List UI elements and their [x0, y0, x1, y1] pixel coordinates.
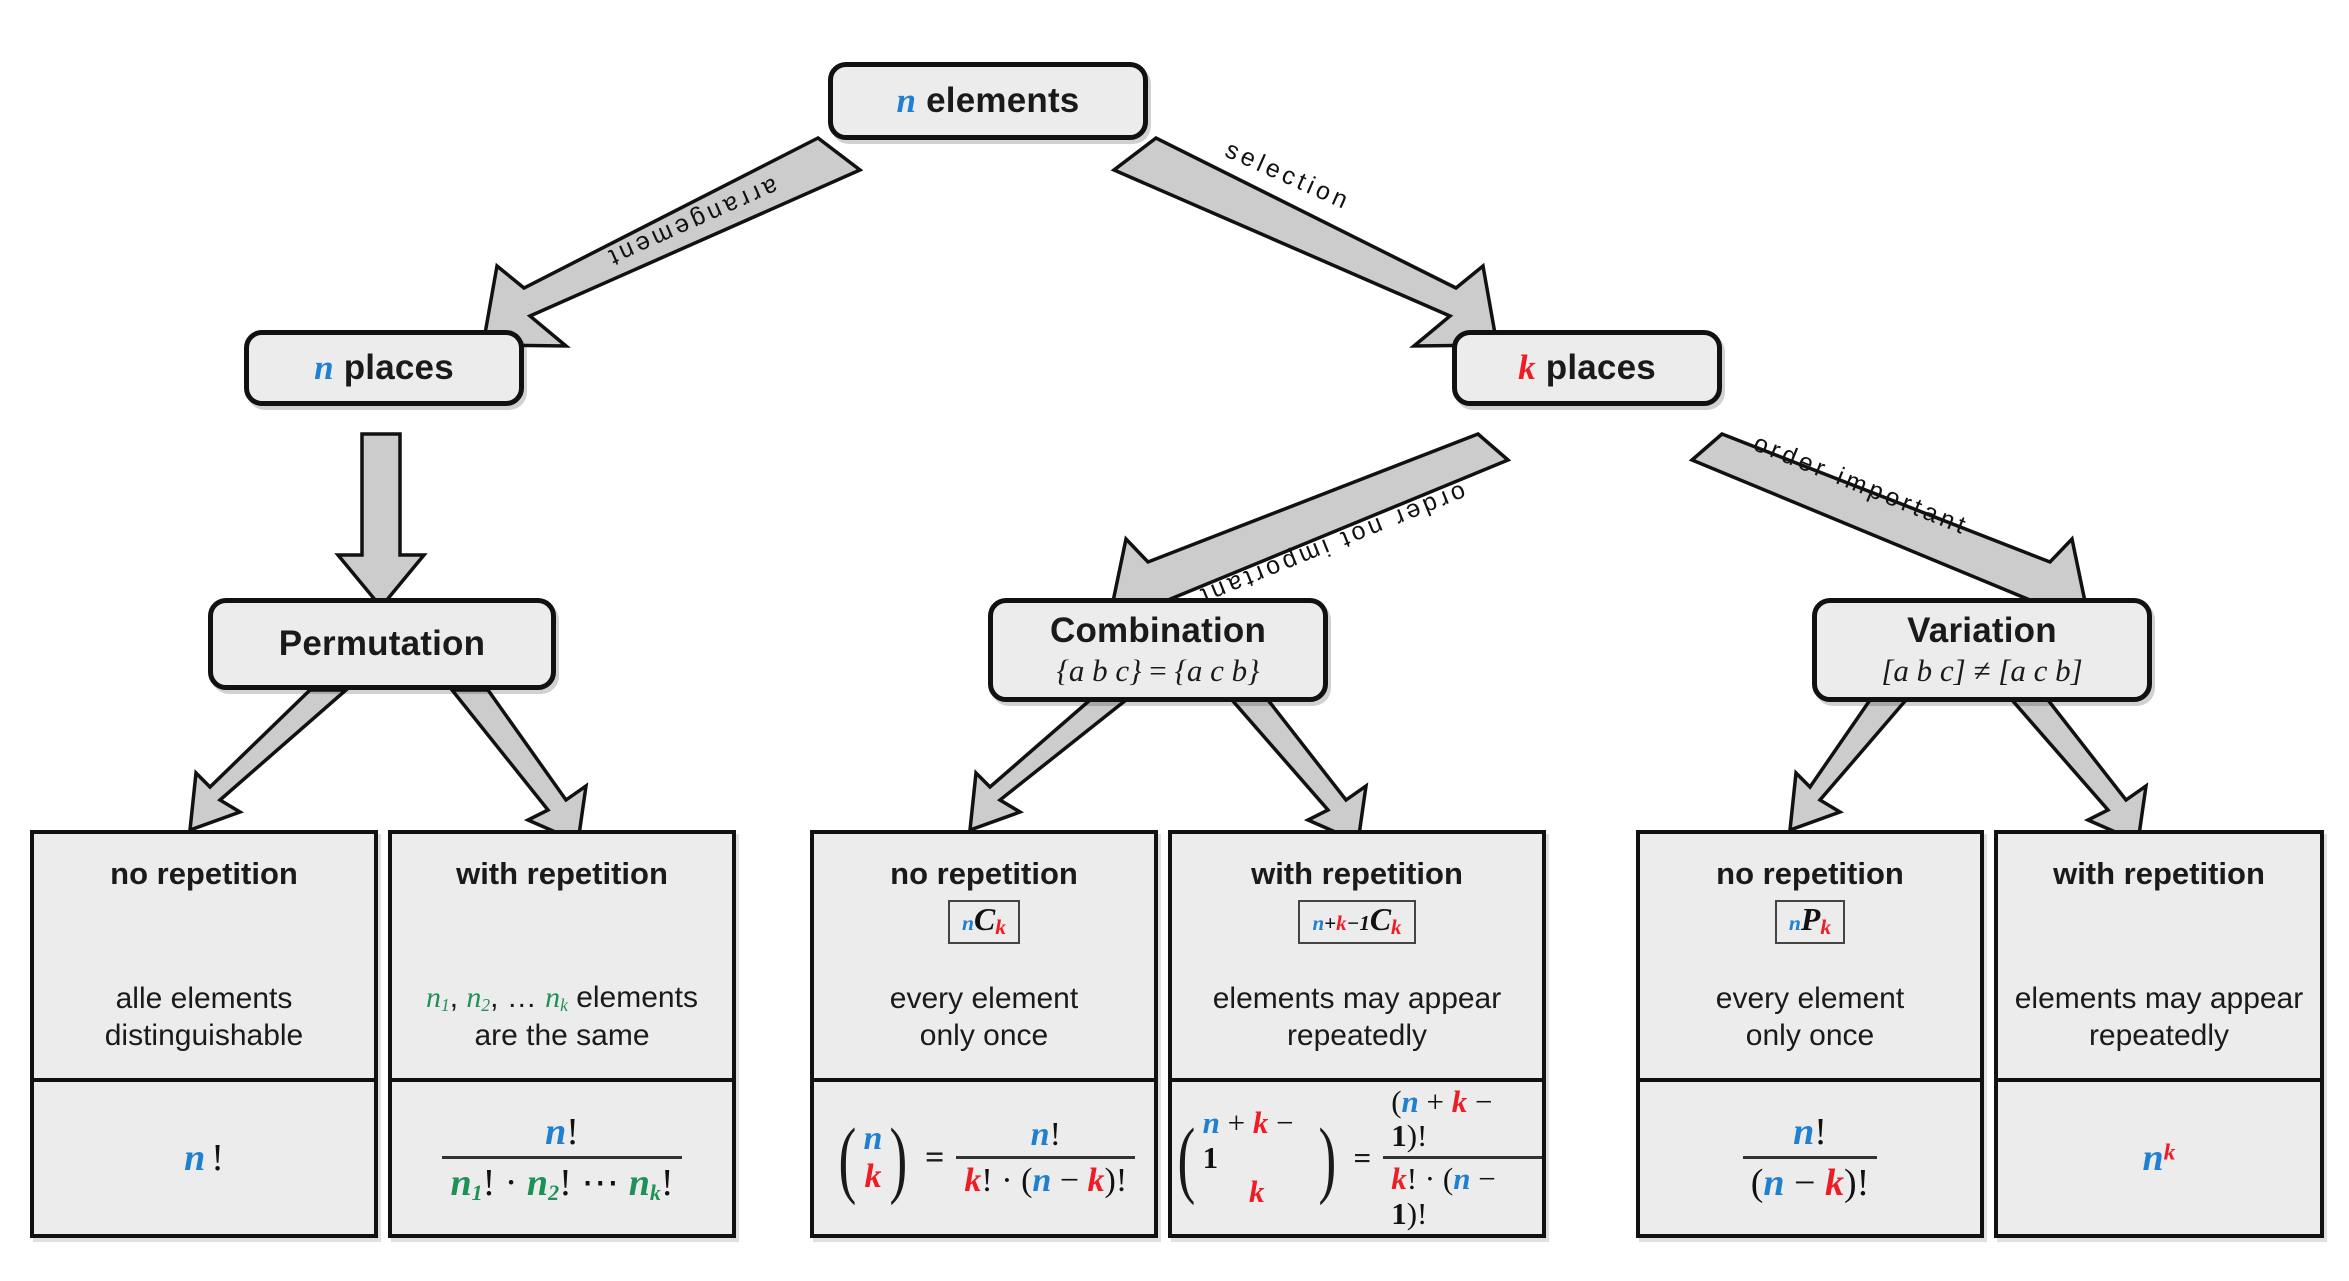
desc-line-1: elements may appear [2014, 981, 2304, 1015]
leaf-description: every element only once [890, 980, 1078, 1054]
desc-line-2: distinguishable [104, 1018, 304, 1052]
leaf-formula: n! (n − k)! [1640, 1082, 1980, 1234]
arrow-n-places-permutation [334, 432, 428, 610]
leaf-variation-with-repetition[interactable]: with repetition elements may appear repe… [1994, 830, 2324, 1238]
desc-line-2: repeatedly [1286, 1018, 1428, 1052]
arrow-order-not-important [1107, 431, 1512, 625]
leaf-formula: ( n + k − 1 k ) = (n + k − 1)! k! · (n −… [1172, 1082, 1542, 1234]
leaf-formula: nk [2142, 1137, 2176, 1179]
node-permutation-title: Permutation [278, 624, 486, 663]
node-n-elements-text: elements [926, 81, 1080, 120]
arrow-order-important [1688, 431, 2091, 625]
leaf-notation-nPk: nPk [1774, 900, 1846, 945]
token-k: k [1518, 348, 1536, 387]
node-k-places-text: places [1545, 348, 1656, 387]
arrow-permutation-no-rep [187, 688, 351, 833]
leaf-variation-no-repetition[interactable]: no repetition nPk every element only onc… [1636, 830, 1984, 1238]
leaf-head: with repetition [456, 856, 668, 891]
leaf-notation-nCk: nCk [947, 900, 1021, 945]
desc-line-1: n1, n2, … nk elements [426, 981, 698, 1016]
node-n-places-text: places [343, 348, 454, 387]
node-combination[interactable]: Combination {a b c} = {a c b} [988, 598, 1328, 702]
desc-line-2: repeatedly [2088, 1018, 2230, 1052]
desc-line-2: are the same [474, 1018, 650, 1052]
node-combination-subtitle: {a b c} = {a c b} [1056, 653, 1260, 688]
edge-label-selection: selection [1221, 135, 1356, 216]
leaf-formula: n! n1! · n2! ⋯ nk! [392, 1082, 732, 1234]
node-variation[interactable]: Variation [a b c] ≠ [a c b] [1812, 598, 2152, 702]
leaf-combination-no-repetition[interactable]: no repetition nCk every element only onc… [810, 830, 1158, 1238]
node-n-places-label: n places [314, 348, 454, 388]
leaf-head: with repetition [1251, 856, 1463, 891]
node-variation-title: Variation [1907, 611, 2057, 650]
desc-line-1: elements may appear [1212, 981, 1502, 1015]
arrow-variation-with-rep [2008, 698, 2149, 845]
token-n: n [896, 81, 917, 120]
leaf-permutation-with-repetition[interactable]: with repetition n1, n2, … nk elements ar… [388, 830, 736, 1238]
arrow-variation-no-rep [1787, 698, 1910, 833]
leaf-description: elements may appear repeatedly [2015, 980, 2304, 1054]
leaf-description: every element only once [1716, 980, 1904, 1054]
desc-line-2: only once [919, 1018, 1049, 1052]
node-n-places[interactable]: n places [244, 330, 524, 406]
leaf-description: elements may appear repeatedly [1213, 980, 1502, 1054]
leaf-top: with repetition elements may appear repe… [1998, 834, 2320, 1082]
node-k-places[interactable]: k places [1452, 330, 1722, 406]
node-k-places-label: k places [1518, 348, 1656, 388]
leaf-description: n1, n2, … nk elements are the same [426, 979, 698, 1054]
node-permutation[interactable]: Permutation [208, 598, 556, 690]
edge-label-order-not-important: order not important [1193, 478, 1471, 612]
desc-line-2: only once [1745, 1018, 1875, 1052]
arrow-combination-no-rep [967, 698, 1132, 833]
leaf-top: no repetition nPk every element only onc… [1640, 834, 1980, 1082]
leaf-head: with repetition [2053, 856, 2265, 891]
leaf-head: no repetition [1716, 856, 1904, 891]
node-variation-subtitle: [a b c] ≠ [a c b] [1881, 653, 2083, 688]
leaf-head: no repetition [890, 856, 1078, 891]
desc-line-1: every element [889, 981, 1079, 1015]
leaf-head: no repetition [110, 856, 298, 891]
leaf-description: alle elements distinguishable [105, 980, 303, 1054]
node-n-elements-label: n elements [897, 81, 1080, 121]
leaf-top: with repetition n1, n2, … nk elements ar… [392, 834, 732, 1082]
leaf-combination-with-repetition[interactable]: with repetition n+k−1Ck elements may app… [1168, 830, 1546, 1238]
node-n-elements[interactable]: n elements [828, 62, 1148, 140]
leaf-formula: n! [184, 1137, 224, 1179]
leaf-top: with repetition n+k−1Ck elements may app… [1172, 834, 1542, 1082]
leaf-notation-n-plus-k-minus-1-C-k: n+k−1Ck [1298, 900, 1416, 944]
edge-label-arrangement: arrangement [601, 171, 783, 274]
leaf-permutation-no-repetition[interactable]: no repetition alle elements distinguisha… [30, 830, 378, 1238]
edge-label-order-important: order important [1749, 428, 1973, 541]
node-combination-title: Combination [1049, 611, 1267, 650]
leaf-top: no repetition nCk every element only onc… [814, 834, 1154, 1082]
arrow-permutation-with-rep [448, 688, 589, 845]
desc-line-1: alle elements [115, 981, 293, 1015]
leaf-top: no repetition alle elements distinguisha… [34, 834, 374, 1082]
desc-line-1: every element [1715, 981, 1905, 1015]
token-n: n [314, 348, 334, 387]
arrow-combination-with-rep [1228, 698, 1369, 845]
